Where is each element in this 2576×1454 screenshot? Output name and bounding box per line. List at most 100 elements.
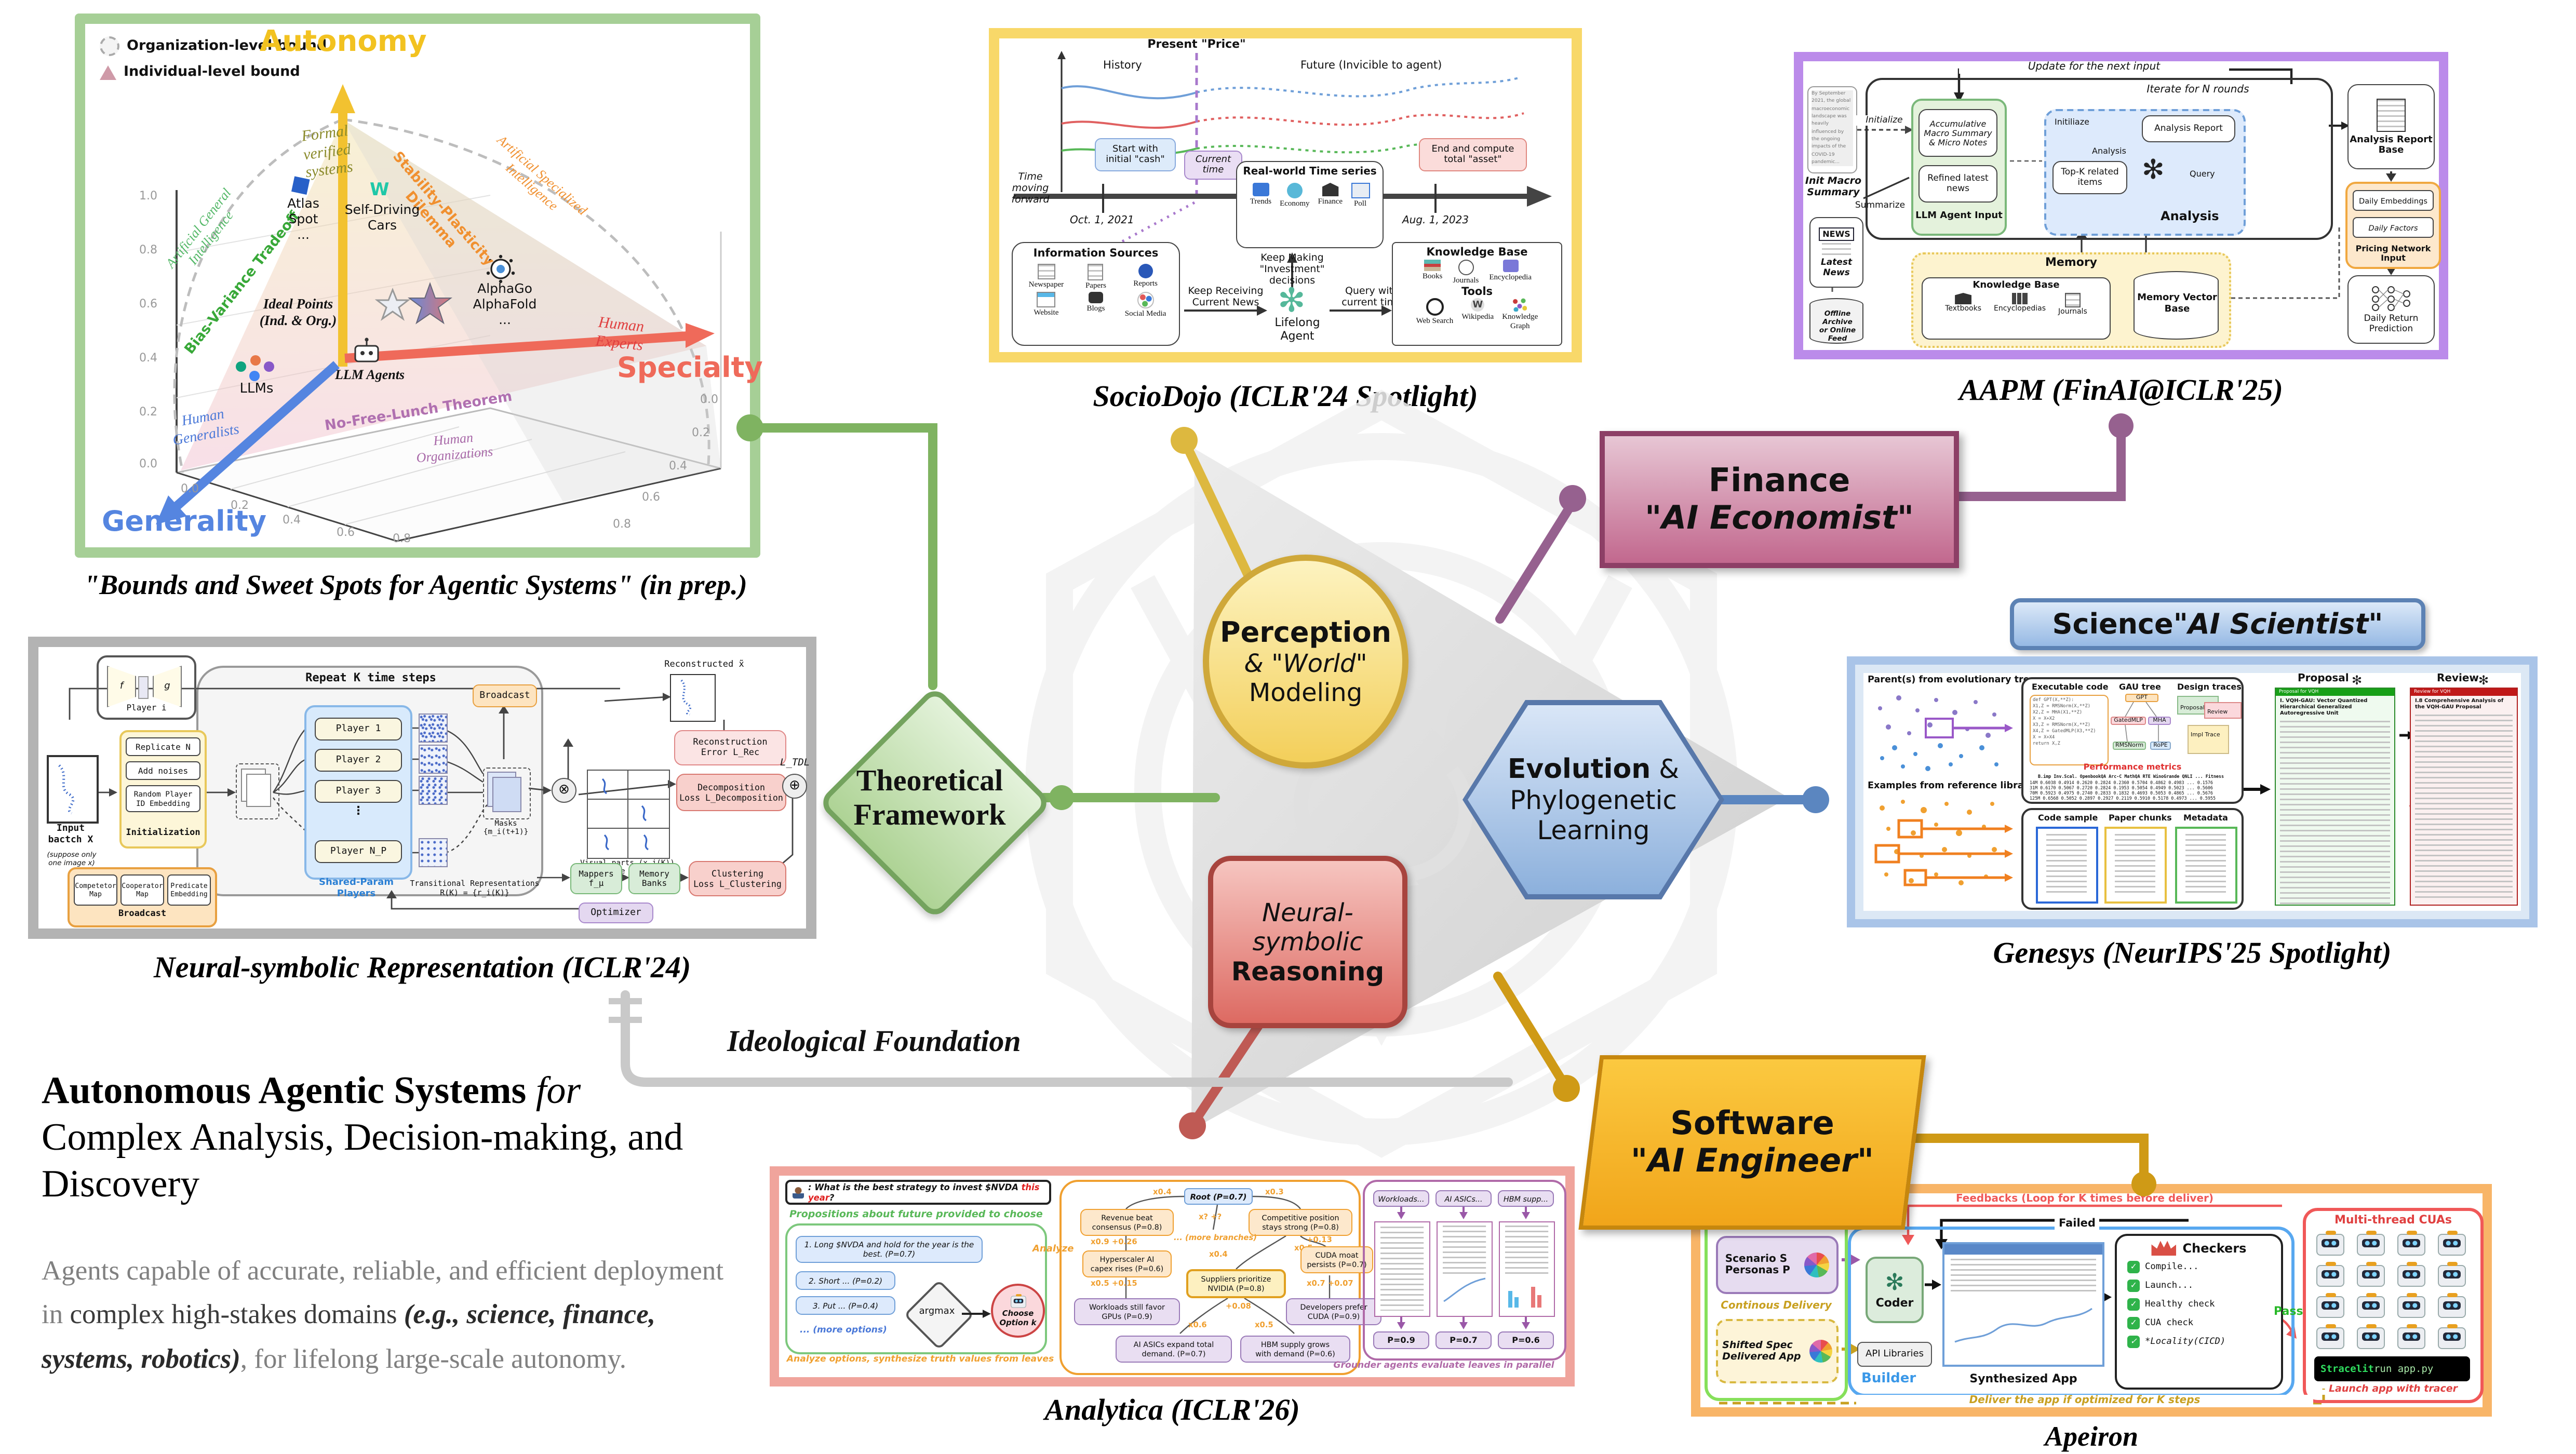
scenario-pie-icon: [1804, 1253, 1830, 1277]
info-item: Reports: [1133, 278, 1158, 288]
caption-sociodojo: SocioDojo (ICLR'24 Spotlight): [1093, 380, 1478, 413]
box-rec-error: Reconstruction Error L_Rec: [674, 730, 786, 765]
evolution-line2: Phylogenetic: [1510, 785, 1677, 815]
label-repeat: Repeat K time steps: [305, 671, 436, 684]
grounder-col1-header: Workloads...: [1373, 1190, 1429, 1207]
axis-autonomy: Autonomy: [260, 24, 427, 58]
paper-chunks-doc: [2104, 827, 2167, 904]
check-icon: ✓: [2127, 1336, 2140, 1348]
label-broadcast2: Broadcast: [118, 909, 167, 919]
box-current-time: Current time: [1184, 151, 1242, 180]
visual-grid: [587, 770, 670, 859]
h-traces: Design traces: [2177, 682, 2242, 692]
box-broadcast-top: Broadcast: [473, 684, 537, 707]
kb-item: Encyclopedia: [1489, 272, 1532, 281]
poll-icon: [1351, 183, 1370, 198]
cuas-box: Multi-thread CUAs Stracelit run app.py L…: [2303, 1208, 2484, 1403]
shifted-box: Shifted Spec Delivered App: [1716, 1319, 1839, 1383]
reports-icon: [1138, 264, 1153, 278]
prediction-box: Daily Return Prediction: [2347, 275, 2435, 344]
kb-item: Books: [1423, 271, 1443, 280]
box-player3: Player 3: [315, 780, 402, 803]
label-initiliaze: Initiliaze: [2055, 117, 2089, 127]
info-item: Website: [1034, 307, 1059, 317]
label-summarize: Summarize: [1855, 200, 1906, 211]
edge-e3: x0.5 +0.15: [1091, 1278, 1137, 1288]
label-launch-tracer: Launch app with tracer: [2328, 1383, 2458, 1395]
perception-line1: Perception: [1220, 616, 1391, 649]
blogs-icon: [1088, 292, 1103, 303]
label-grounder: Grounder agents evaluate leaves in paral…: [1333, 1361, 1554, 1371]
edge-unknown: x? +?: [1199, 1212, 1222, 1221]
label-latest-news: Latest News: [1820, 257, 1853, 278]
box-info-sources: Information Sources Newspaper Papers Rep…: [1012, 242, 1180, 346]
design-traces-mini: Proposal Review Impl Trace: [2177, 694, 2242, 762]
plot-legend: Organization-level bound Individual-leve…: [100, 36, 327, 81]
theory-line1: Theoretical: [856, 764, 1003, 798]
box-analysis-report: Analysis Report: [2142, 115, 2235, 142]
economy-icon: [1286, 183, 1303, 198]
software-line1: Software: [1670, 1105, 1834, 1142]
pricing-input-box: Daily Embeddings Daily Factors Pricing N…: [2345, 182, 2441, 269]
noise-1: [419, 713, 448, 743]
players-dots: ⋮: [353, 804, 364, 817]
label-ideal-points: Ideal Points (Ind. & Org.): [259, 296, 337, 328]
tool-item: Knowledge Graph: [1502, 312, 1538, 330]
kb-title: Knowledge Base: [1426, 246, 1528, 259]
trace-doc: Impl Trace: [2188, 725, 2229, 755]
h-gau-tree: GAU tree: [2119, 682, 2161, 692]
check-locality: *Locality(CICD): [2145, 1337, 2226, 1347]
label-synthesized: Synthesized App: [1969, 1372, 2077, 1385]
finance-line2: "AI Economist": [1644, 500, 1914, 537]
label-llms: LLMs: [239, 381, 274, 397]
review-title: I.8 Comprehensive Analysis of the VQH-GA…: [2415, 698, 2504, 710]
label-reconstructed: Reconstructed x̃: [664, 659, 744, 670]
otimes: ⊗: [552, 778, 576, 803]
wikipedia-icon: W: [1471, 298, 1485, 312]
option-1: 1. Long $NVDA and hold for the year is t…: [796, 1236, 983, 1263]
delivery-box: Initial Delivery Scenario S Personas P C…: [1705, 1210, 1848, 1401]
label-present-price: Present "Price": [1147, 37, 1246, 51]
science-label: Science: [2052, 608, 2174, 640]
kb-item: Textbooks: [1945, 304, 1981, 313]
reasoning-line3: Reasoning: [1231, 956, 1385, 986]
gau-node: MHA: [2148, 717, 2171, 725]
box-realworld-ts: Real-world Time series Trends Economy Fi…: [1236, 161, 1384, 248]
init-doc-text: By September 2021, the global macroecono…: [1812, 90, 1853, 167]
openai-logo: ✻: [1278, 280, 1306, 320]
box-noises: Add noises: [126, 761, 200, 780]
grounder-col2-header: AI ASICs...: [1435, 1190, 1492, 1207]
box-start-cash: Start with initial "cash": [1095, 138, 1176, 171]
label-ltdl: L_TDL: [780, 757, 810, 769]
headline-title: Autonomous Agentic Systems for Complex A…: [42, 1068, 696, 1208]
bounds-3d-plot: [156, 84, 722, 542]
theory-line2: Framework: [853, 799, 1006, 832]
tick-l-4: 0.2: [139, 405, 157, 419]
tick-r-2: 0.4: [669, 459, 687, 473]
metadata-doc: [2175, 827, 2237, 904]
label-kb: Knowledge Base: [1973, 280, 2060, 291]
tick-l-0: 1.0: [139, 189, 157, 203]
memory-box: Memory Knowledge Base Textbooks Encyclop…: [1911, 252, 2231, 348]
tick-r-0: 0.0: [700, 393, 718, 406]
label-shared: Shared-Param Players: [319, 878, 394, 899]
grounder-doc1: [1374, 1221, 1430, 1317]
agent-loop-frame: [1866, 78, 2333, 240]
perf-row1: 14M 0.6038 0.4914 0.2620 0.2824 0.2360 0…: [2030, 780, 2213, 785]
proposal-bar: Proposal for VQH: [2276, 689, 2394, 696]
gau-node: RoPE: [2150, 742, 2171, 750]
label-coder: Coder: [1875, 1296, 1914, 1310]
tool-item: Wikipedia: [1461, 312, 1494, 321]
label-shifted: Shifted Spec Delivered App: [1722, 1340, 1801, 1363]
h-exec-code: Executable code: [2032, 682, 2109, 692]
label-archive: Offline Archive or Online Feed: [1819, 309, 1856, 343]
cua-robot: [2438, 1231, 2466, 1256]
label-atlas-spot: Atlas Spot ...: [287, 195, 319, 241]
rts-item: Poll: [1353, 198, 1367, 208]
person-icon: [793, 1187, 804, 1198]
noise-2: [419, 745, 448, 774]
h-paper-chunks: Paper chunks: [2109, 813, 2172, 823]
check-icon: ✓: [2127, 1298, 2140, 1311]
evolutionary-tree-scatter: [1878, 695, 2013, 771]
